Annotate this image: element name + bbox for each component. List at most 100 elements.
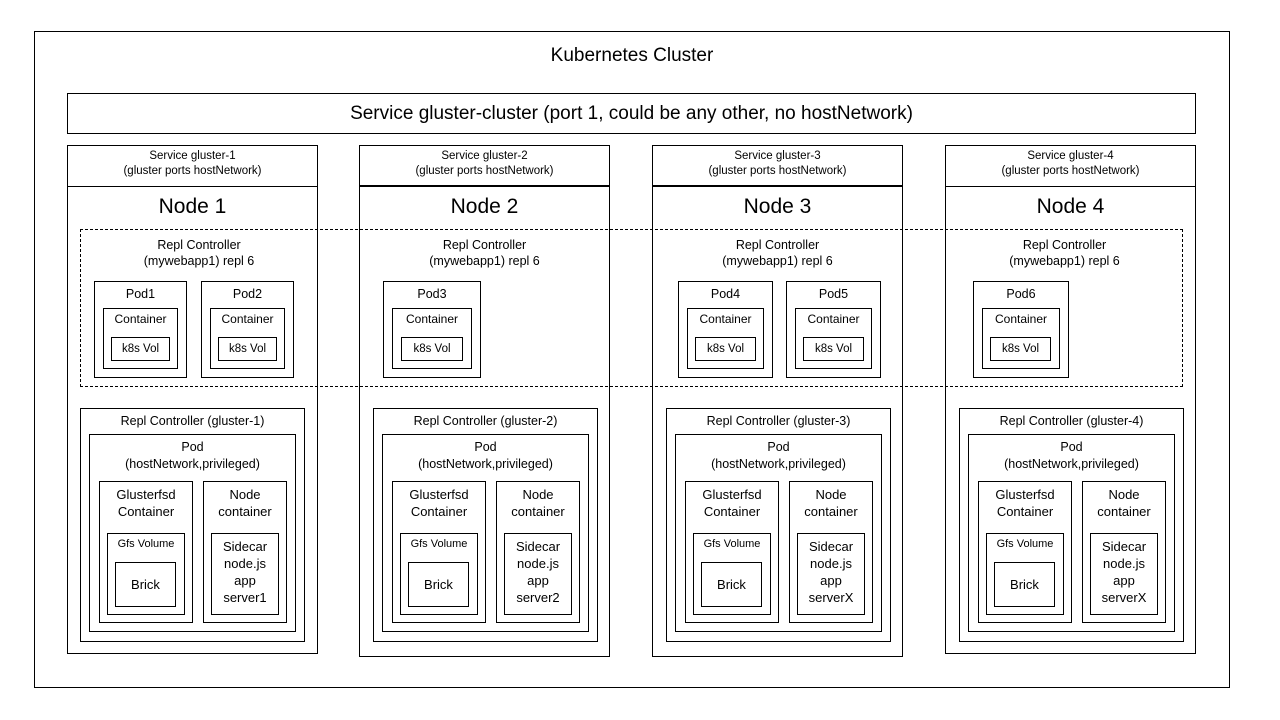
service-gluster-cluster-banner: Service gluster-cluster (port 1, could b…: [67, 93, 1196, 134]
container-label-pod1: Container: [114, 312, 167, 326]
pod2-label: Pod2: [232, 287, 263, 301]
webapp-rc-label-node-1: Repl Controller (mywebapp1) repl 6: [80, 237, 318, 269]
node-1-service-line2: (gluster ports hostNetwork): [123, 165, 262, 177]
container-label-pod4: Container: [699, 312, 752, 326]
glusterfsd-label-2: Glusterfsd Container: [393, 486, 485, 520]
node-container-line2-3: container: [804, 504, 858, 519]
k8s-vol-pod1: k8s Vol: [111, 337, 170, 361]
webapp-rc-label-node-2-line2: (mywebapp1) repl 6: [429, 254, 540, 268]
pod1-label: Pod1: [125, 287, 156, 301]
brick-box-4: Brick: [994, 562, 1055, 607]
gluster-pod-line2-4: (hostNetwork,privileged): [1004, 457, 1139, 471]
sidecar-line2-4: node.js: [1103, 556, 1145, 571]
sidecar-box-4: Sidecar node.js app serverX: [1090, 533, 1158, 615]
sidecar-server-2: server2: [516, 590, 560, 605]
sidecar-line3-2: app: [527, 573, 549, 588]
glusterfsd-line2-4: Container: [996, 504, 1054, 519]
gluster-rc-label-4: Repl Controller (gluster-4): [999, 414, 1144, 428]
container-label-pod6: Container: [994, 312, 1048, 326]
sidecar-line1-4: Sidecar: [1101, 539, 1147, 554]
gluster-pod-line2-2: (hostNetwork,privileged): [418, 457, 553, 471]
node-container-line1-1: Node: [229, 487, 261, 502]
sidecar-line1-2: Sidecar: [515, 539, 561, 554]
brick-box-1: Brick: [115, 562, 176, 607]
pod5-label: Pod5: [818, 287, 849, 301]
node-2-service-line1: Service gluster-2: [441, 150, 528, 162]
sidecar-server-4: serverX: [1101, 590, 1147, 605]
gluster-rc-label-2: Repl Controller (gluster-2): [413, 414, 558, 428]
webapp-rc-label-node-2-line1: Repl Controller: [442, 238, 527, 252]
glusterfsd-line2-2: Container: [410, 504, 468, 519]
glusterfsd-line2-3: Container: [703, 504, 761, 519]
sidecar-line3-3: app: [820, 573, 842, 588]
glusterfsd-line1-1: Glusterfsd: [116, 487, 176, 502]
webapp-rc-label-node-3-line1: Repl Controller: [735, 238, 820, 252]
sidecar-line3-4: app: [1113, 573, 1135, 588]
glusterfsd-line1-3: Glusterfsd: [702, 487, 762, 502]
gluster-pod-line1-1: Pod: [181, 440, 204, 454]
gluster-rc-label-1: Repl Controller (gluster-1): [120, 414, 265, 428]
k8s-vol-pod5: k8s Vol: [803, 337, 864, 361]
cluster-title: Kubernetes Cluster: [550, 45, 714, 66]
node-1-title: Node 1: [158, 195, 227, 218]
webapp-rc-label-node-3: Repl Controller (mywebapp1) repl 6: [653, 237, 902, 269]
k8s-vol-pod3: k8s Vol: [401, 337, 463, 361]
sidecar-line1-3: Sidecar: [808, 539, 854, 554]
brick-box-2: Brick: [408, 562, 469, 607]
sidecar-label-1: Sidecar node.js app server1: [212, 538, 278, 606]
gfs-volume-label-1: Gfs Volume: [117, 538, 175, 550]
gfs-volume-label-3: Gfs Volume: [703, 538, 761, 550]
sidecar-line3-1: app: [234, 573, 256, 588]
node-container-label-2: Node container: [497, 486, 579, 520]
node-2-title: Node 2: [450, 195, 519, 218]
node-4-service-header: Service gluster-4 (gluster ports hostNet…: [945, 145, 1196, 187]
node-1-service-line1: Service gluster-1: [149, 150, 236, 162]
webapp-rc-label-node-1-line1: Repl Controller: [157, 238, 241, 252]
container-label-pod3: Container: [405, 312, 459, 326]
node-2-service-line2: (gluster ports hostNetwork): [415, 165, 554, 177]
sidecar-line2-1: node.js: [224, 556, 266, 571]
sidecar-line2-2: node.js: [517, 556, 559, 571]
gluster-pod-line2-3: (hostNetwork,privileged): [711, 457, 846, 471]
webapp-rc-label-node-2: Repl Controller (mywebapp1) repl 6: [360, 237, 609, 269]
glusterfsd-label-4: Glusterfsd Container: [979, 486, 1071, 520]
sidecar-label-2: Sidecar node.js app server2: [505, 538, 571, 606]
pod6-label: Pod6: [1006, 287, 1036, 301]
node-container-line1-2: Node: [522, 487, 554, 502]
k8s-vol-pod4: k8s Vol: [695, 337, 756, 361]
gluster-pod-label-1: Pod (hostNetwork,privileged): [90, 439, 295, 473]
pod4-label: Pod4: [710, 287, 741, 301]
webapp-rc-label-node-3-line2: (mywebapp1) repl 6: [722, 254, 833, 268]
sidecar-box-3: Sidecar node.js app serverX: [797, 533, 865, 615]
k8s-vol-pod6: k8s Vol: [990, 337, 1051, 361]
webapp-rc-label-node-1-line2: (mywebapp1) repl 6: [143, 254, 255, 268]
glusterfsd-line1-4: Glusterfsd: [995, 487, 1055, 502]
node-4-title: Node 4: [1036, 195, 1105, 218]
container-label-pod5: Container: [807, 312, 860, 326]
glusterfsd-label-3: Glusterfsd Container: [686, 486, 778, 520]
webapp-replication-controller-region: [80, 229, 1183, 387]
sidecar-line2-3: node.js: [810, 556, 852, 571]
sidecar-box-1: Sidecar node.js app server1: [211, 533, 279, 615]
glusterfsd-label-1: Glusterfsd Container: [100, 486, 192, 520]
webapp-rc-label-node-4: Repl Controller (mywebapp1) repl 6: [946, 237, 1183, 269]
gluster-pod-line2-1: (hostNetwork,privileged): [125, 457, 260, 471]
sidecar-label-4: Sidecar node.js app serverX: [1091, 538, 1157, 606]
webapp-rc-label-node-4-line1: Repl Controller: [1022, 238, 1107, 252]
gluster-rc-label-3: Repl Controller (gluster-3): [706, 414, 851, 428]
node-container-line2-4: container: [1097, 504, 1151, 519]
brick-box-3: Brick: [701, 562, 762, 607]
node-container-line1-3: Node: [815, 487, 847, 502]
k8s-vol-pod2: k8s Vol: [218, 337, 277, 361]
node-3-service-line2: (gluster ports hostNetwork): [708, 165, 847, 177]
gfs-volume-label-2: Gfs Volume: [410, 538, 468, 550]
gluster-pod-label-3: Pod (hostNetwork,privileged): [676, 439, 881, 473]
gluster-pod-label-2: Pod (hostNetwork,privileged): [383, 439, 588, 473]
gluster-pod-line1-3: Pod: [767, 440, 790, 454]
sidecar-server-3: serverX: [808, 590, 854, 605]
gluster-pod-label-4: Pod (hostNetwork,privileged): [969, 439, 1174, 473]
node-container-line2-2: container: [511, 504, 565, 519]
node-3-title: Node 3: [743, 195, 812, 218]
sidecar-line1-1: Sidecar: [222, 539, 268, 554]
